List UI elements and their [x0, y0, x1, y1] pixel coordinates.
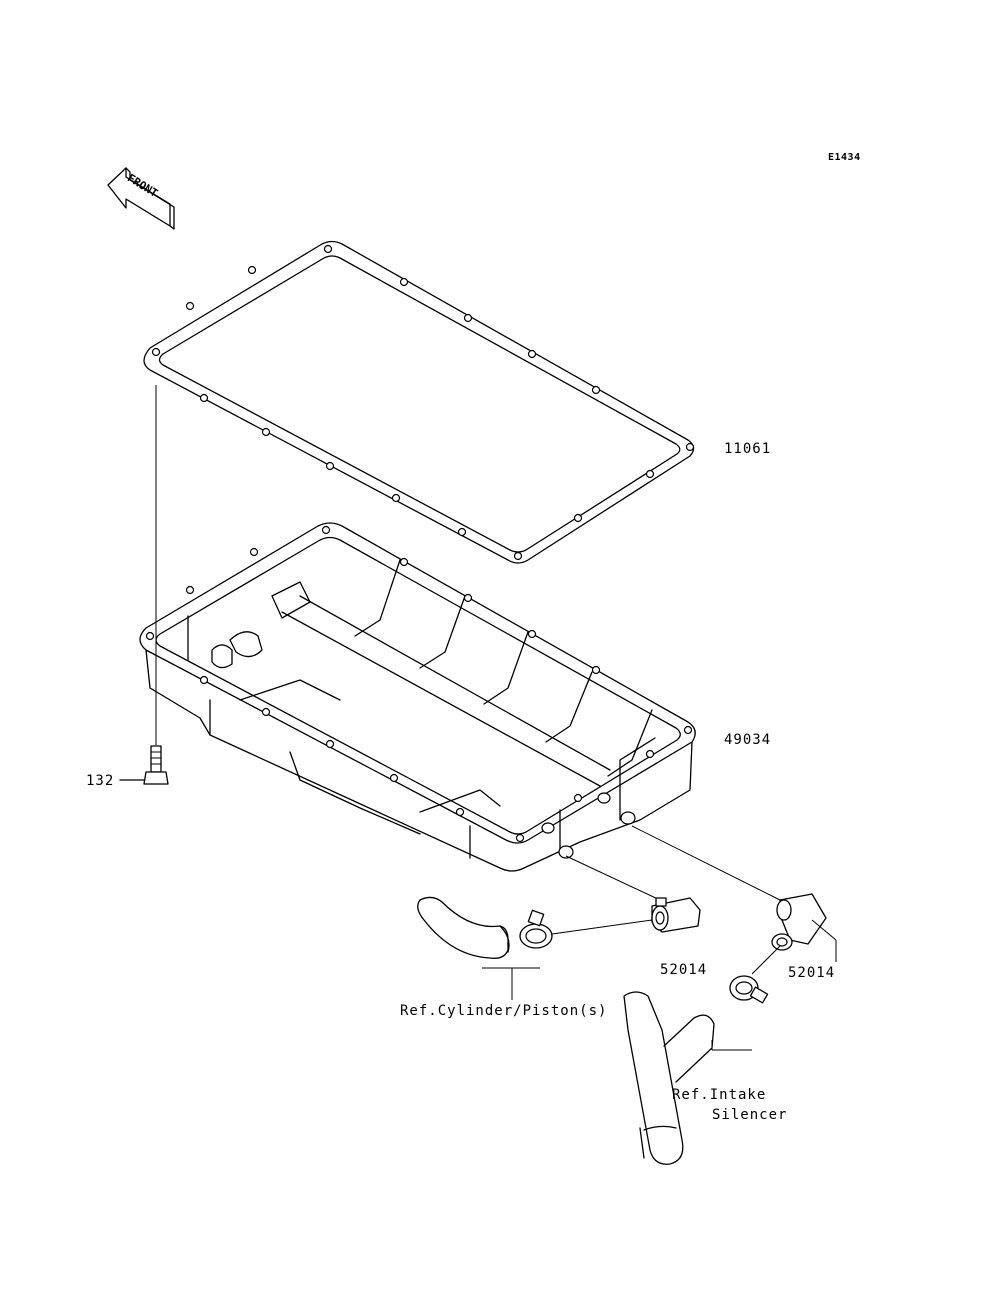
part-number-oil-pan: 49034 — [724, 732, 772, 748]
front-arrow-icon: FRONT — [107, 167, 175, 230]
clamp-right — [729, 975, 769, 1004]
part-number-fitting-right: 52014 — [788, 965, 836, 981]
hose-intake — [623, 991, 752, 1165]
bolt-132 — [119, 745, 169, 785]
ref-intake-line2: Silencer — [712, 1107, 788, 1123]
clamp-left — [519, 909, 553, 949]
ref-cylinder-piston: Ref.Cylinder/Piston(s) — [400, 1003, 608, 1019]
gasket-11061 — [143, 240, 695, 564]
part-number-fitting-left: 52014 — [660, 962, 708, 978]
part-number-gasket: 11061 — [724, 441, 772, 457]
ref-intake-line1: Ref.Intake — [672, 1087, 767, 1103]
part-number-bolt: 132 — [86, 773, 115, 789]
oil-pan-49034 — [139, 522, 696, 872]
figure-code: E1434 — [828, 152, 861, 163]
fitting-52014-left — [651, 897, 701, 933]
hose-cylinder — [417, 896, 510, 959]
fitting-52014-right — [771, 893, 837, 962]
